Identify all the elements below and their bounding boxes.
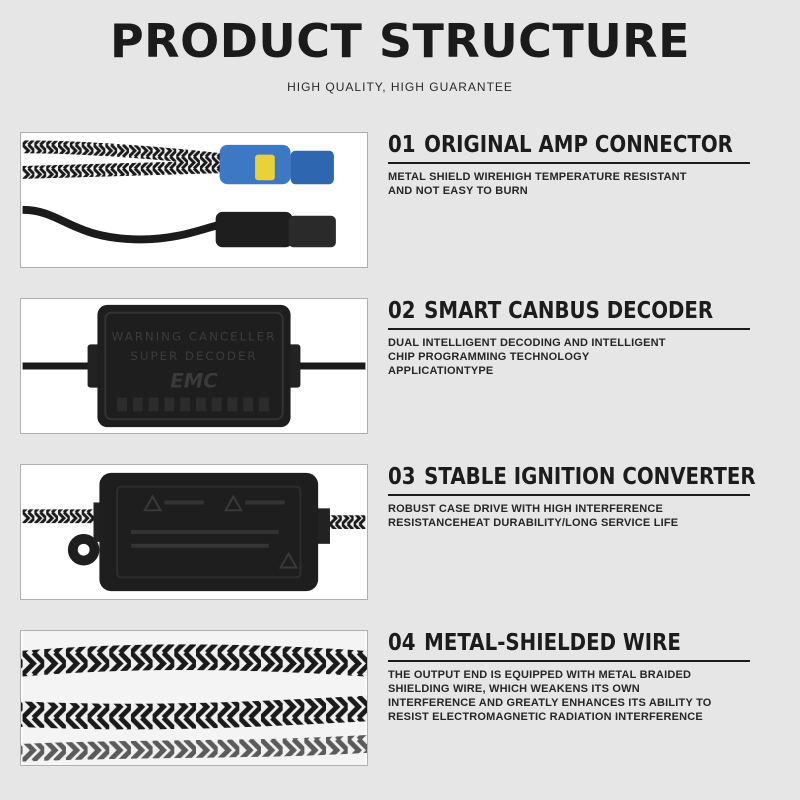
- shielded-wire-photo: [20, 630, 368, 766]
- feature-ignition-converter: 03 STABLE IGNITION CONVERTER ROBUST CASE …: [388, 464, 756, 530]
- feature-description: THE OUTPUT END IS EQUIPPED WITH METAL BR…: [388, 669, 712, 723]
- decoder-brand: EMC: [170, 370, 218, 393]
- feature-number: 04: [388, 630, 416, 656]
- feature-title-text: METAL-SHIELDED WIRE: [424, 630, 681, 656]
- feature-title: 02 SMART CANBUS DECODER: [388, 298, 713, 326]
- canbus-decoder-photo: WARNING CANCELLER SUPER DECODER EMC: [20, 298, 368, 434]
- page-title: PRODUCT STRUCTURE: [109, 14, 691, 68]
- ignition-converter-icon: [22, 472, 366, 592]
- feature-canbus-decoder: 02 SMART CANBUS DECODER DUAL INTELLIGENT …: [388, 298, 750, 378]
- amp-connector-icon: [22, 140, 336, 248]
- feature-description: METAL SHIELD WIREHIGH TEMPERATURE RESIST…: [388, 171, 687, 197]
- feature-shielded-wire: 04 METAL-SHIELDED WIRE THE OUTPUT END IS …: [388, 630, 750, 724]
- feature-title-text: ORIGINAL AMP CONNECTOR: [424, 132, 733, 158]
- divider: [388, 660, 750, 662]
- feature-title: 03 STABLE IGNITION CONVERTER: [388, 464, 756, 492]
- canbus-decoder-icon: WARNING CANCELLER SUPER DECODER EMC: [22, 304, 366, 428]
- feature-description: ROBUST CASE DRIVE WITH HIGH INTERFERENCE…: [388, 503, 679, 529]
- feature-number: 03: [388, 464, 416, 490]
- feature-title-text: SMART CANBUS DECODER: [424, 298, 714, 324]
- page-subtitle: HIGH QUALITY, HIGH GUARANTEE: [287, 80, 513, 94]
- divider: [388, 328, 750, 330]
- feature-title: 01 ORIGINAL AMP CONNECTOR: [388, 132, 733, 160]
- feature-title: 04 METAL-SHIELDED WIRE: [388, 630, 699, 658]
- divider: [388, 494, 750, 496]
- feature-description: DUAL INTELLIGENT DECODING AND INTELLIGEN…: [388, 337, 666, 377]
- feature-amp-connector: 01 ORIGINAL AMP CONNECTOR METAL SHIELD WI…: [388, 132, 750, 198]
- amp-connector-photo: [20, 132, 368, 268]
- shielded-wire-icon: [21, 631, 367, 765]
- feature-row-ignition-converter: 03 STABLE IGNITION CONVERTER ROBUST CASE …: [0, 464, 800, 604]
- feature-row-amp-connector: 01 ORIGINAL AMP CONNECTOR METAL SHIELD WI…: [0, 132, 800, 272]
- feature-number: 02: [388, 298, 416, 324]
- feature-title-text: STABLE IGNITION CONVERTER: [424, 464, 756, 490]
- feature-row-canbus-decoder: WARNING CANCELLER SUPER DECODER EMC 02 SM…: [0, 298, 800, 438]
- decoder-label-line2: SUPER DECODER: [130, 349, 257, 363]
- ignition-converter-photo: [20, 464, 368, 600]
- feature-row-shielded-wire: 04 METAL-SHIELDED WIRE THE OUTPUT END IS …: [0, 630, 800, 770]
- divider: [388, 162, 750, 164]
- feature-number: 01: [388, 132, 416, 158]
- decoder-label-line1: WARNING CANCELLER: [112, 329, 277, 343]
